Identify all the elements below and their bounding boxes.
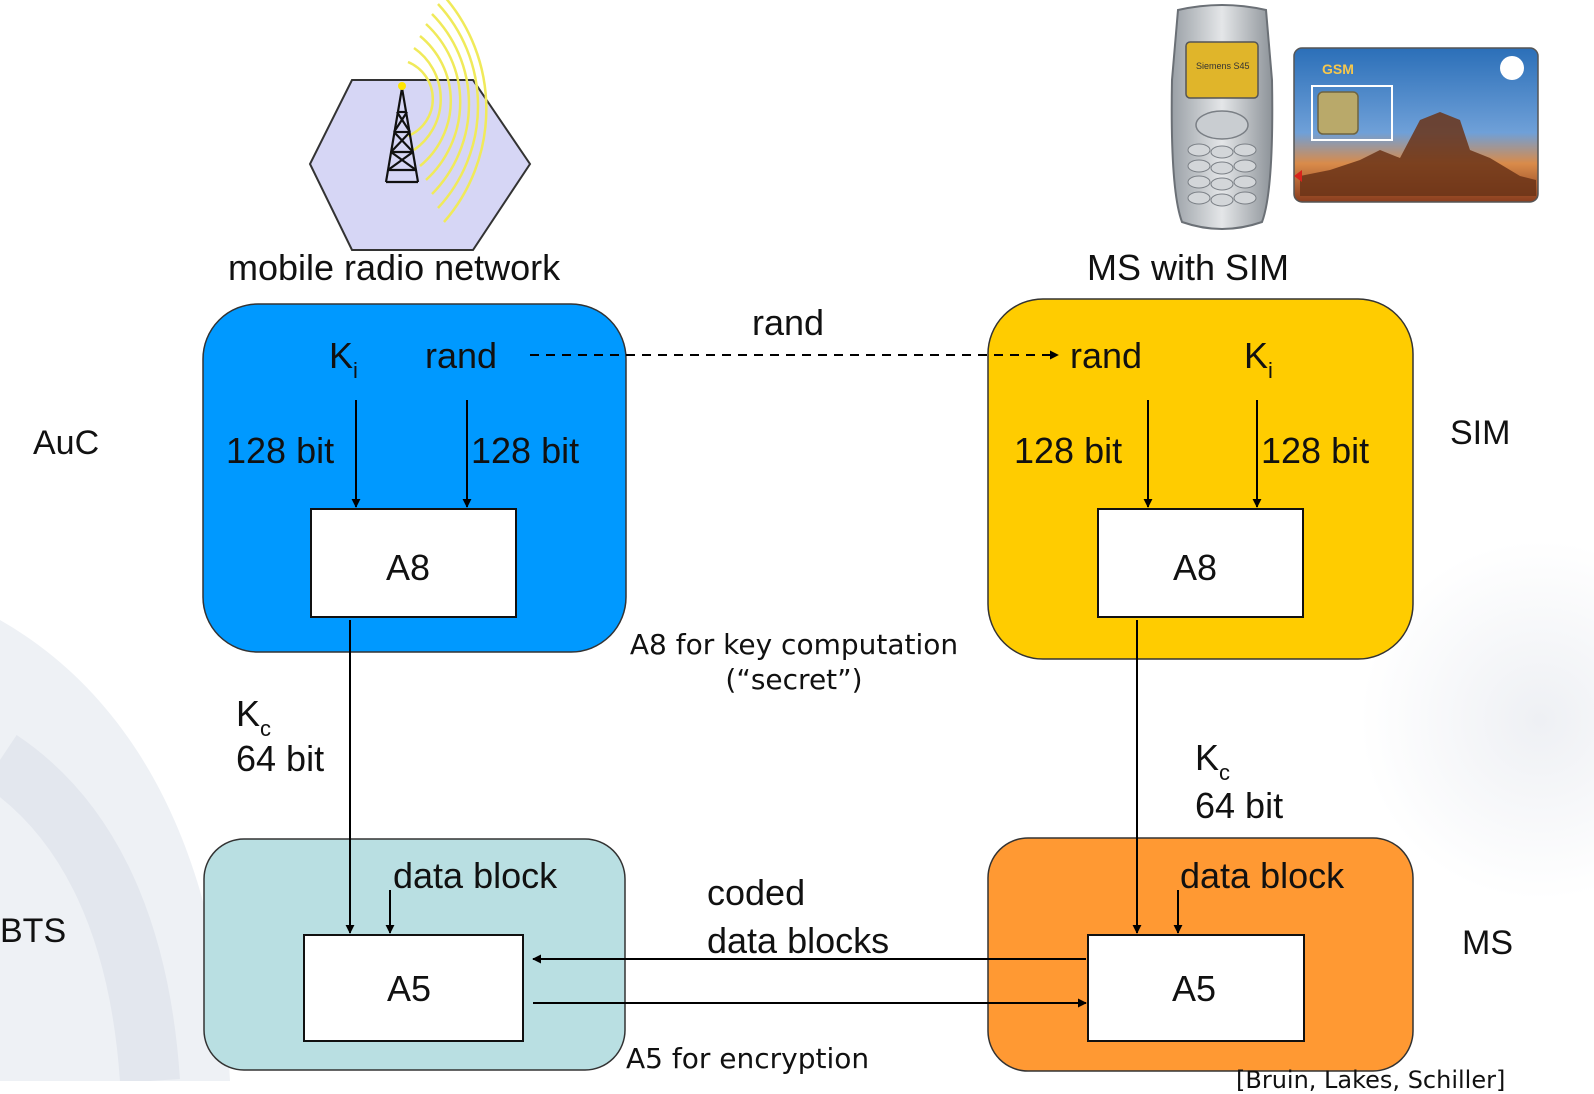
sim-rand-label: rand: [1070, 335, 1143, 376]
kc-left-key: Kc: [236, 693, 272, 741]
citation: [Bruin, Lakes, Schiller]: [1236, 1066, 1506, 1094]
auc-label: AuC: [33, 424, 100, 462]
coded-line2: data blocks: [707, 920, 890, 961]
auc-left-bits: 128 bit: [226, 430, 335, 471]
sim-ki-label: Ki: [1244, 335, 1273, 383]
sim-card-gsm-text: GSM: [1322, 61, 1354, 77]
a8-note-line1: A8 for key computation: [629, 628, 959, 661]
background-watermark: [1360, 540, 1594, 900]
bts-label: BTS: [0, 912, 67, 950]
bts-a5-box: [303, 934, 524, 1042]
auc-a8-text: A8: [386, 547, 431, 588]
auc-right-bits: 128 bit: [471, 430, 580, 471]
antenna-tip: [398, 82, 406, 90]
a8-note-line2: (“secret”): [725, 663, 863, 696]
a8-note: A8 for key computation (“secret”): [604, 627, 984, 697]
ms-label: MS: [1462, 924, 1513, 962]
bts-a5-text: A5: [387, 968, 432, 1009]
kc-right-bits: 64 bit: [1195, 785, 1284, 826]
rand-transfer-label: rand: [752, 302, 825, 343]
bts-data-block-label: data block: [393, 855, 558, 896]
sim-a8-text: A8: [1173, 547, 1218, 588]
auc-a8-box: [310, 508, 517, 618]
sim-card-image: [1293, 47, 1539, 203]
sim-right-bits: 128 bit: [1261, 430, 1370, 471]
network-label: mobile radio network: [228, 247, 561, 288]
auc-box: [202, 303, 627, 653]
radio-waves: [407, 0, 488, 223]
phone-screen-text: Siemens S45: [1196, 61, 1250, 71]
sim-left-bits: 128 bit: [1014, 430, 1123, 471]
a5-note: A5 for encryption: [626, 1042, 870, 1075]
background-arc: [0, 735, 180, 1081]
tower-icon: [384, 87, 420, 184]
ms-with-sim-label: MS with SIM: [1087, 247, 1290, 288]
coded-line1: coded: [707, 872, 806, 913]
sim-label: SIM: [1450, 414, 1511, 452]
kc-right-key: Kc: [1195, 737, 1231, 785]
kc-left-bits: 64 bit: [236, 738, 325, 779]
sim-a8-box: [1097, 508, 1304, 618]
sim-box: [987, 298, 1414, 660]
ms-data-block-label: data block: [1180, 855, 1345, 896]
mobile-phone-image: [1170, 4, 1274, 230]
ms-a5-box: [1087, 934, 1305, 1042]
ms-a5-text: A5: [1172, 968, 1217, 1009]
auc-rand-label: rand: [425, 335, 498, 376]
auc-ki-label: Ki: [329, 335, 358, 383]
